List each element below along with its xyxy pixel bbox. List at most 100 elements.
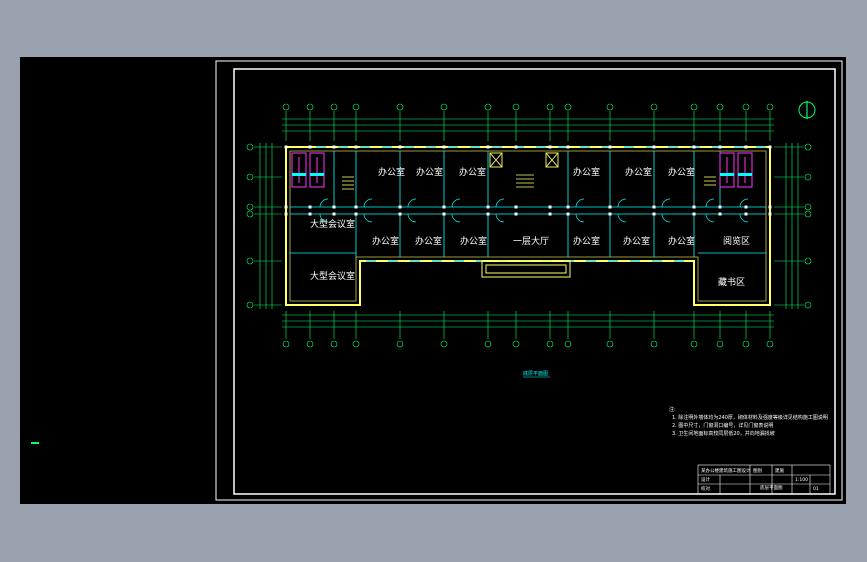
column (692, 205, 696, 209)
axis-bubble (330, 103, 338, 111)
axis-bubble (440, 103, 448, 111)
axis-bubble (766, 340, 774, 348)
axis-bubble (690, 103, 698, 111)
door-swing (451, 198, 461, 208)
title-block-checker: 校对 (701, 485, 710, 492)
corridor (290, 206, 766, 215)
staircase-center (516, 174, 534, 188)
elevator-shafts (489, 152, 559, 168)
axis-bubble (282, 103, 290, 111)
axis-bubble (804, 143, 812, 151)
axis-bubble (246, 143, 254, 151)
axis-bubble (306, 103, 314, 111)
column (652, 212, 656, 216)
column (744, 205, 748, 209)
column (354, 145, 358, 149)
room-upper-3: 办公室 (459, 166, 486, 178)
axis-bubble (306, 340, 314, 348)
axis-bubble (690, 340, 698, 348)
column (332, 205, 336, 209)
axis-bubble (484, 340, 492, 348)
axis-bubble (512, 103, 520, 111)
title-block-designer: 设计 (701, 476, 710, 483)
axis-bubble (766, 103, 774, 111)
axis-bubble (246, 257, 254, 265)
ucs-icon (31, 442, 39, 444)
title-block-field-a: 图别 (753, 467, 762, 474)
axis-bubble (606, 340, 614, 348)
axis-bubble (330, 340, 338, 348)
axis-bubble (246, 203, 254, 211)
column (744, 212, 748, 216)
door-swing (575, 198, 585, 208)
axis-bubble (606, 103, 614, 111)
column (308, 212, 312, 216)
axis-bubble (564, 103, 572, 111)
axis-bubble (804, 210, 812, 218)
notes-heading: 注: (669, 406, 676, 413)
axis-bubble (804, 203, 812, 211)
door-swing (705, 198, 715, 208)
door-swing (617, 213, 627, 223)
door-swing (705, 213, 715, 223)
room-upper-2: 办公室 (416, 166, 443, 178)
room-lower-6: 办公室 (623, 235, 650, 247)
column (514, 145, 518, 149)
notes-line-3: 3. 卫生间地面标高较同层低20，并向地漏找坡 (672, 430, 775, 437)
axis-bubble (742, 340, 750, 348)
cad-viewport[interactable]: 办公室 办公室 办公室 办公室 办公室 办公室 大型会议室 办公室 办公室 办公… (20, 57, 846, 504)
outer-wall-band (289, 150, 767, 302)
column (692, 145, 696, 149)
title-block-field-b: 建施 (775, 467, 784, 474)
column (692, 212, 696, 216)
room-lower-7: 办公室 (668, 235, 695, 247)
door-swing (617, 198, 627, 208)
column (744, 145, 748, 149)
notes-line-2: 2. 图中尺寸，门窗洞口编号，详见门窗表说明 (672, 422, 773, 429)
drawing-title: 底层平面图 (523, 370, 548, 377)
column (332, 145, 336, 149)
column (566, 212, 570, 216)
axis-bubble (512, 340, 520, 348)
column (514, 212, 518, 216)
column (354, 212, 358, 216)
door-swings (319, 198, 749, 223)
axis-bubble (546, 340, 554, 348)
column (608, 145, 612, 149)
door-swing (495, 213, 505, 223)
column (718, 205, 722, 209)
column (442, 145, 446, 149)
staircase-right (704, 176, 716, 186)
axis-bubble (352, 103, 360, 111)
door-swing (739, 213, 749, 223)
door-swing (661, 213, 671, 223)
room-large-meeting-upper: 大型会议室 (310, 218, 355, 230)
column (442, 212, 446, 216)
title-block (697, 464, 831, 495)
column (548, 205, 552, 209)
room-upper-4: 办公室 (573, 166, 600, 178)
column (354, 205, 358, 209)
axis-bubble (716, 103, 724, 111)
column (486, 145, 490, 149)
axis-bubble (650, 103, 658, 111)
column (608, 212, 612, 216)
axis-bubble (352, 340, 360, 348)
outer-frame (215, 60, 843, 501)
column (652, 145, 656, 149)
column (768, 145, 772, 149)
column (548, 145, 552, 149)
column (308, 205, 312, 209)
column (284, 145, 288, 149)
door-swing (575, 213, 585, 223)
toilet-fixtures-right (719, 152, 753, 188)
column (566, 145, 570, 149)
lobby-label: 一层大厅 (513, 235, 549, 247)
door-swing (319, 213, 329, 223)
room-large-meeting-lower: 大型会议室 (310, 270, 355, 282)
axis-bubble (440, 340, 448, 348)
door-swing (407, 213, 417, 223)
axis-bubble (742, 103, 750, 111)
column (718, 145, 722, 149)
door-swing (661, 198, 671, 208)
